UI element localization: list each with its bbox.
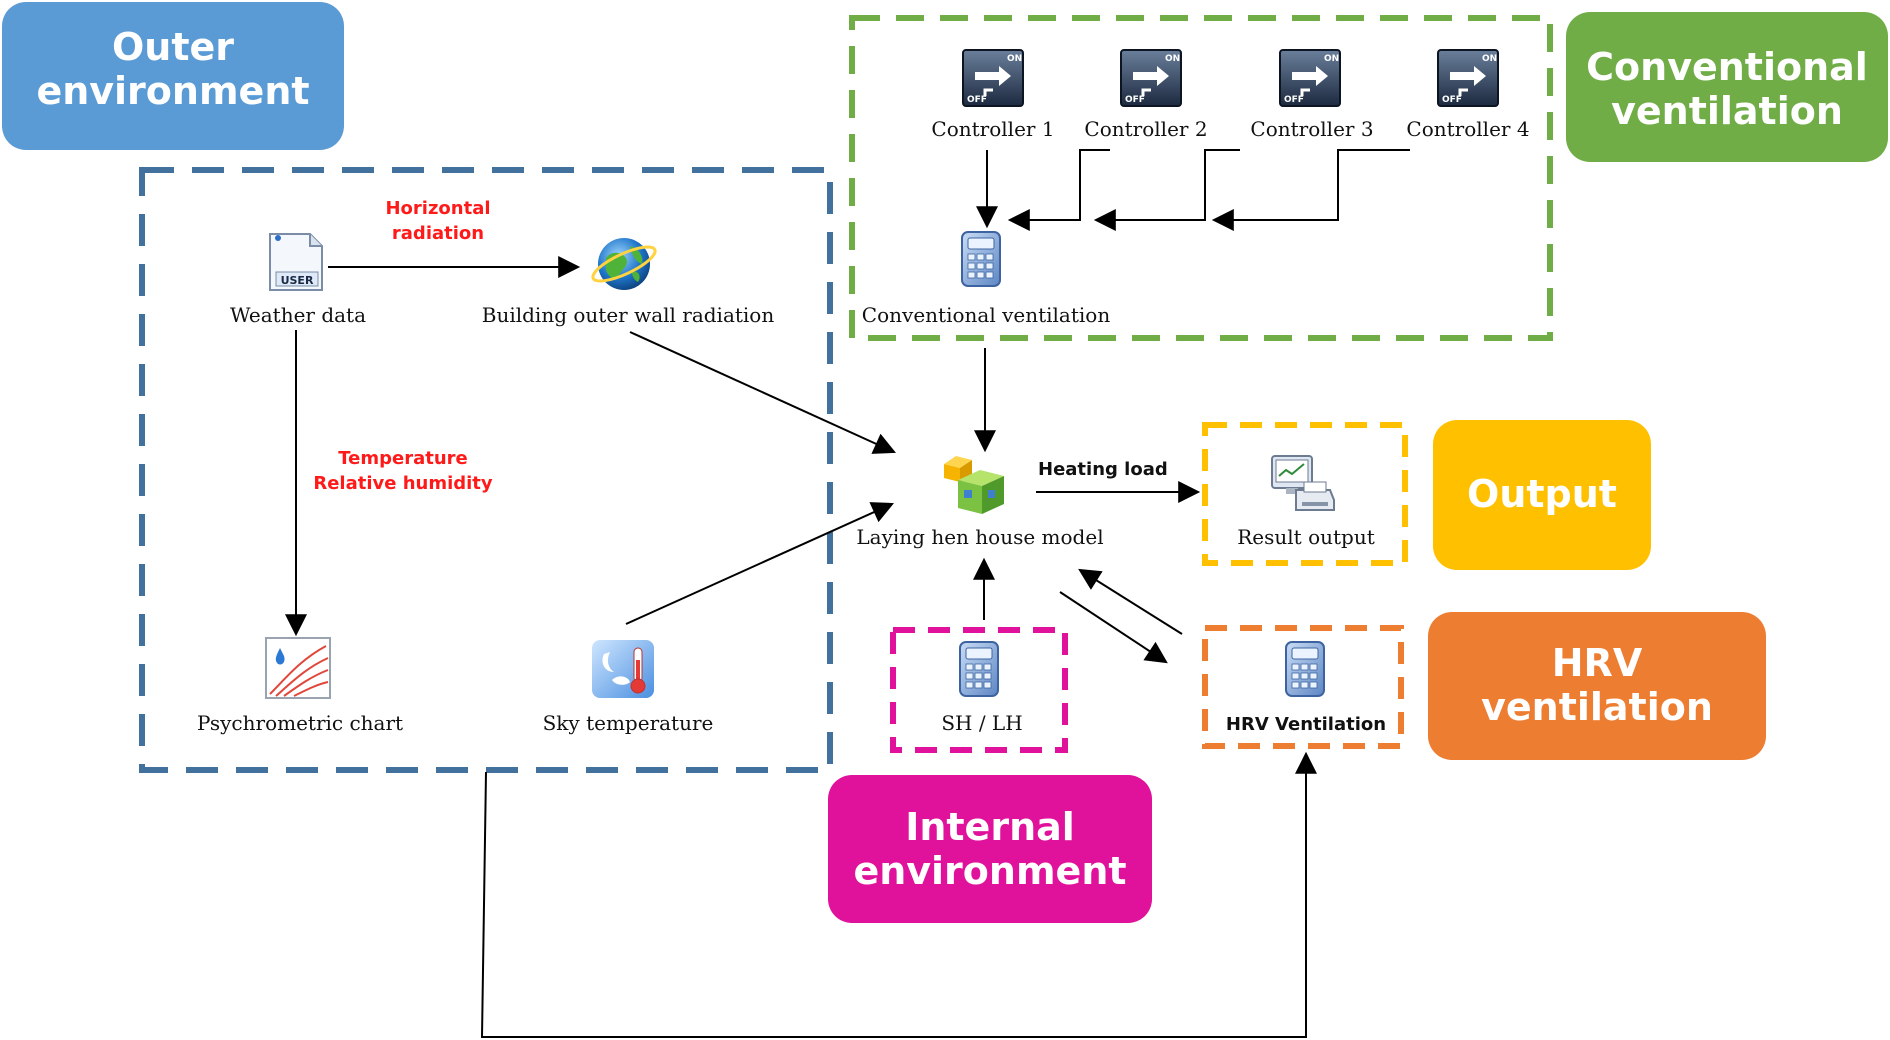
controller-3-label: Controller 3 [1250,117,1373,141]
psychrometric-chart-icon [265,637,331,699]
edge-sky-temperature-to-house-model [625,502,895,625]
edge-label-temperature: Temperature [338,448,467,469]
on-off-switch-icon: ON OFF [1120,49,1182,107]
svg-text:Outer: Outer [112,25,234,69]
conventional-ventilation-title: Conventional ventilation [1566,12,1888,162]
controller-4-label: Controller 4 [1406,117,1529,141]
edge-label-horizontal-radiation-line2: radiation [392,223,484,244]
svg-text:OFF: OFF [1442,95,1462,105]
internal-group-box [890,627,1068,753]
conventional-ventilation-group-box [849,15,1553,341]
on-off-switch-icon: ON OFF [1437,49,1499,107]
output-title: Output [1433,420,1651,570]
building-model-icon [944,456,1004,514]
svg-text:OFF: OFF [967,95,987,105]
controller-4-node[interactable]: ON OFF Controller 4 [1406,49,1530,141]
hrv-ventilation-node[interactable]: HRV Ventilation [1226,641,1386,735]
svg-text:ON: ON [1007,54,1022,64]
svg-text:environment: environment [853,849,1126,893]
weather-data-node[interactable]: USER Weather data [230,233,366,327]
conventional-ventilation-node[interactable]: Conventional ventilation [862,231,1111,327]
printer-monitor-icon [1271,455,1335,511]
svg-text:ON: ON [1324,54,1339,64]
laying-hen-house-model-label: Laying hen house model [856,525,1103,549]
outer-environment-group-box [139,167,833,773]
svg-text:USER: USER [281,274,314,287]
internal-environment-title: Internal environment [828,775,1152,923]
calculator-icon [1285,641,1325,697]
svg-text:Conventional: Conventional [1586,45,1868,89]
on-off-switch-icon: ON OFF [1279,49,1341,107]
svg-text:OFF: OFF [1284,95,1304,105]
building-outer-wall-radiation-label: Building outer wall radiation [482,303,775,327]
svg-text:OFF: OFF [1125,95,1145,105]
sky-temperature-label: Sky temperature [543,711,714,735]
svg-text:Output: Output [1467,472,1617,516]
weather-data-label: Weather data [230,303,366,327]
edge-house-model-to-hrv [1059,591,1168,664]
outer-environment-title: Outer environment [2,2,344,150]
laying-hen-house-model-node[interactable]: Laying hen house model [856,456,1104,549]
edge-wall-radiation-to-house-model [629,331,897,454]
controller-3-node[interactable]: ON OFF Controller 3 [1250,49,1374,141]
hrv-ventilation-title: HRV ventilation [1428,612,1766,760]
svg-text:ventilation: ventilation [1611,89,1843,133]
svg-text:ON: ON [1165,54,1180,64]
user-file-icon: USER [269,233,323,291]
svg-text:Internal: Internal [905,805,1075,849]
controller-1-label: Controller 1 [931,117,1054,141]
globe-icon [591,238,657,290]
result-output-node[interactable]: Result output [1237,455,1375,549]
sky-temperature-node[interactable]: Sky temperature [543,640,714,735]
output-group-box [1202,422,1408,566]
controller-1-node[interactable]: ON OFF Controller 1 [931,49,1055,141]
psychrometric-chart-node[interactable]: Psychrometric chart [197,637,403,735]
calculator-icon [961,231,1001,287]
result-output-label: Result output [1237,525,1375,549]
svg-text:ON: ON [1482,54,1497,64]
sh-lh-node[interactable]: SH / LH [941,641,1023,735]
svg-text:environment: environment [36,69,309,113]
controller-2-node[interactable]: ON OFF Controller 2 [1084,49,1208,141]
calculator-icon [959,641,999,697]
controller-2-label: Controller 2 [1084,117,1207,141]
hrv-group-box [1202,625,1404,749]
on-off-switch-icon: ON OFF [962,49,1024,107]
edge-controller2-to-conventional [1007,149,1110,231]
edge-controller3-to-conventional [1093,149,1240,231]
psychrometric-chart-label: Psychrometric chart [197,711,403,735]
edge-hrv-to-house-model [1078,568,1183,635]
edge-outer-environment-to-hrv [480,751,1317,1038]
hrv-ventilation-label: HRV Ventilation [1226,714,1386,735]
edge-label-heating-load: Heating load [1038,459,1168,480]
edge-label-horizontal-radiation-line1: Horizontal [385,198,490,219]
edge-label-relative-humidity: Relative humidity [313,473,493,494]
thermometer-icon [592,640,654,698]
svg-text:ventilation: ventilation [1481,685,1713,729]
building-outer-wall-radiation-node[interactable]: Building outer wall radiation [482,238,775,327]
edge-controller4-to-conventional [1211,149,1410,231]
conventional-ventilation-label: Conventional ventilation [862,303,1111,327]
svg-text:HRV: HRV [1552,641,1643,685]
sh-lh-label: SH / LH [941,711,1022,735]
